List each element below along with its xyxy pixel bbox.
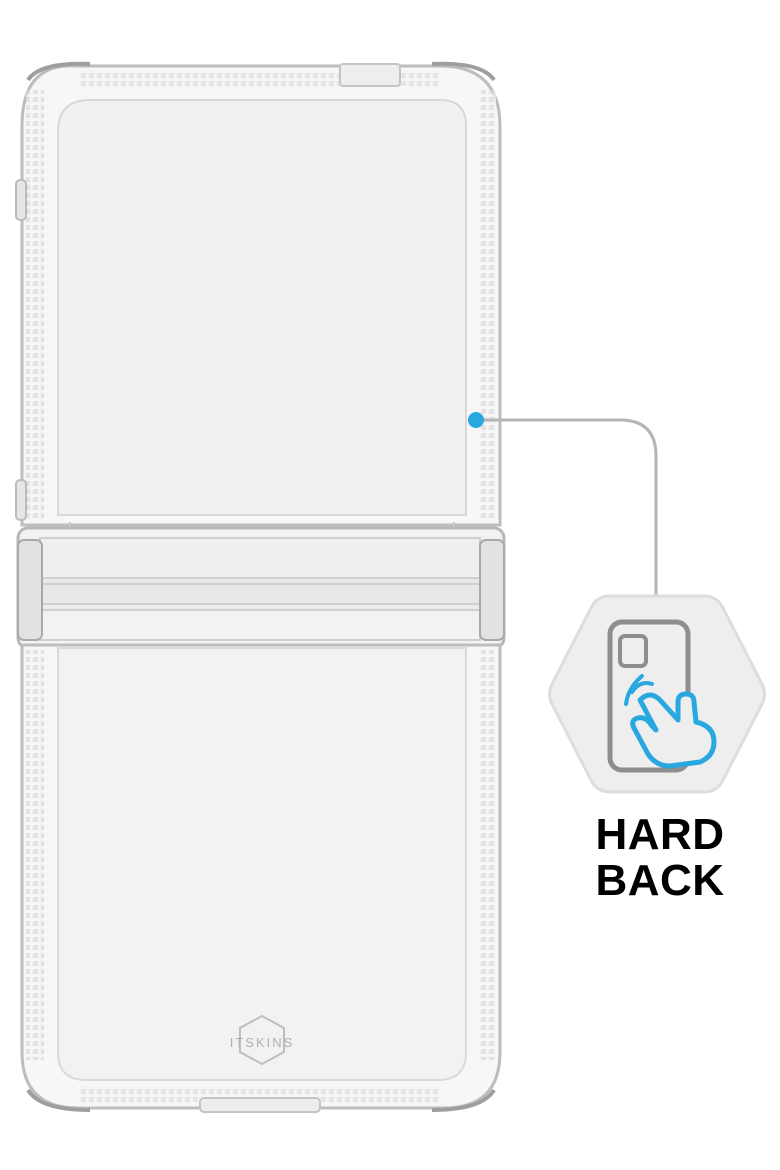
callout-connector (468, 412, 658, 596)
hard-back-label: HARD BACK (560, 812, 760, 904)
itskins-logo: ITSKINS (230, 1014, 295, 1066)
label-line-2: BACK (595, 856, 725, 905)
case-hinge (16, 526, 506, 650)
callout-marker (468, 412, 484, 428)
logo-text: ITSKINS (230, 1035, 295, 1050)
label-line-1: HARD (595, 810, 725, 859)
case-bottom-half (20, 643, 502, 1113)
hard-back-badge (548, 594, 766, 794)
case-top-half (15, 61, 502, 549)
phone-back-touch-icon (607, 619, 717, 773)
